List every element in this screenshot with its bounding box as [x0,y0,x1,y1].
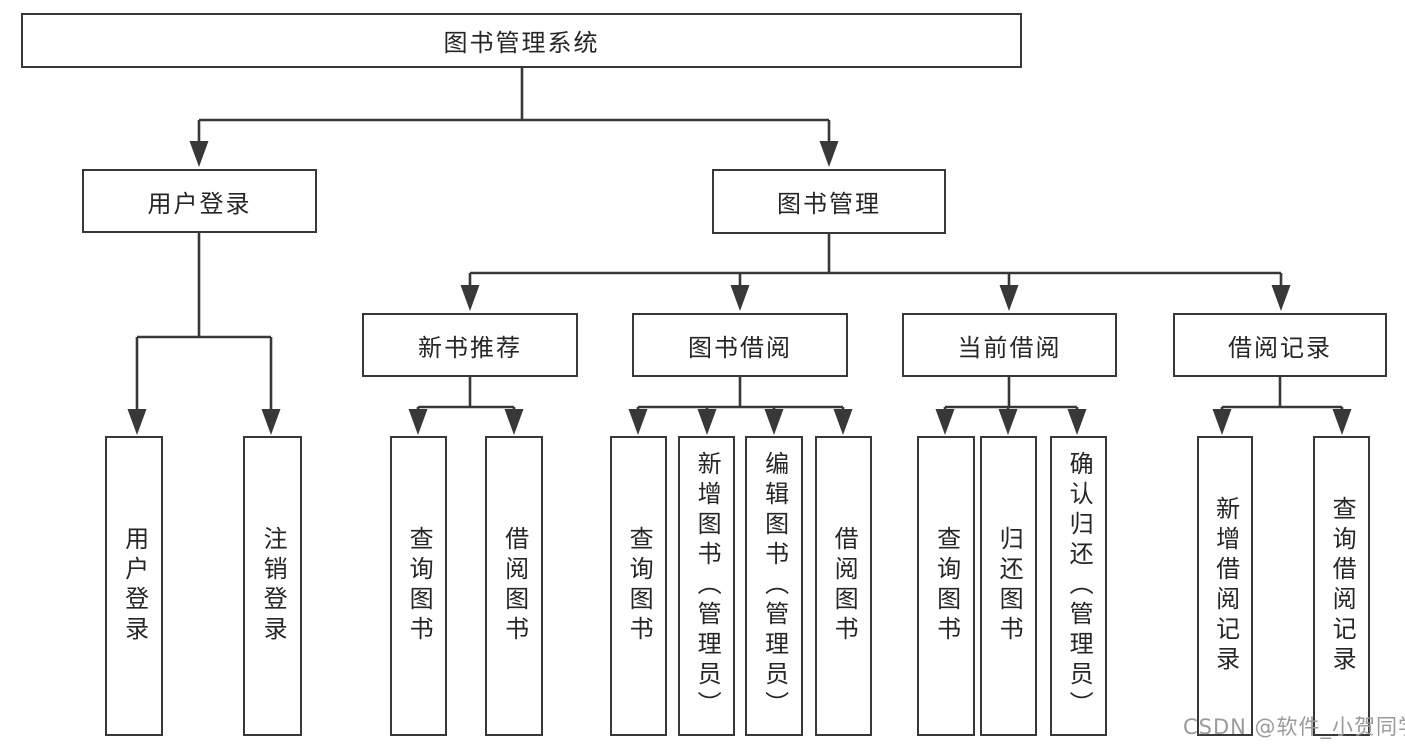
leaf-label: 用户登录 [120,526,149,646]
leaf-return-books: 归还图书 [980,436,1037,736]
leaf-borrow-books: 借阅图书 [815,436,872,736]
leaf-user-login: 用户登录 [105,436,163,736]
leaf-query-books: 查询图书 [610,436,667,736]
leaf-label: 注销登录 [259,526,288,646]
leaf-label: 新增图书（管理员） [693,451,722,721]
leaf-label: 借阅图书 [500,526,529,646]
leaf-edit-books-admin: 编辑图书（管理员） [745,436,803,736]
leaf-label: 编辑图书（管理员） [760,451,789,721]
node-user-login: 用户登录 [82,169,317,233]
leaf-label: 查询图书 [625,526,654,646]
leaf-query-books: 查询图书 [917,436,975,736]
leaf-label: 查询图书 [932,526,961,646]
leaf-query-books: 查询图书 [390,436,447,736]
leaf-add-borrow-record: 新增借阅记录 [1197,436,1253,736]
node-new-book-recommend: 新书推荐 [362,313,578,377]
node-current-borrow: 当前借阅 [902,313,1117,377]
leaf-query-borrow-record: 查询借阅记录 [1313,436,1370,736]
leaf-label: 新增借阅记录 [1211,496,1240,676]
leaf-add-books-admin: 新增图书（管理员） [678,436,735,736]
leaf-logout: 注销登录 [243,436,302,736]
leaf-label: 归还图书 [995,526,1024,646]
leaf-label: 借阅图书 [830,526,859,646]
leaf-confirm-return-admin: 确认归还（管理员） [1050,436,1107,736]
leaf-label: 查询图书 [405,526,434,646]
node-book-borrow: 图书借阅 [632,313,848,377]
node-book-management: 图书管理 [712,169,946,234]
leaf-label: 查询借阅记录 [1328,496,1357,676]
csdn-watermark: CSDN @软件_小贺同学 [1183,715,1405,739]
leaf-borrow-books: 借阅图书 [485,436,543,736]
node-borrow-record: 借阅记录 [1173,313,1387,377]
node-library-management-system: 图书管理系统 [21,13,1022,68]
leaf-label: 确认归还（管理员） [1065,451,1094,721]
